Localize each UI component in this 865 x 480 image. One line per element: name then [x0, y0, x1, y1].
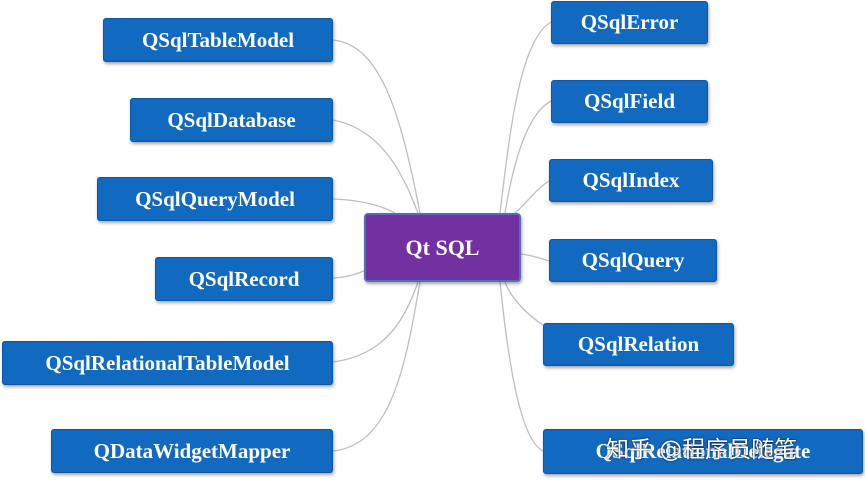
node-qsqlquery: QSqlQuery: [549, 239, 717, 282]
node-qsqldatabase: QSqlDatabase: [130, 98, 333, 142]
connector-qsqlrelation: [504, 281, 544, 326]
connector-qsqltablemodel: [332, 39, 421, 214]
node-qsqltablemodel: QSqlTableModel: [103, 18, 333, 62]
node-qdatawidgetmapper: QDataWidgetMapper: [51, 429, 333, 473]
watermark-text: 知乎 @程序员随笔: [606, 437, 798, 463]
connector-qsqlrelationaldelegate: [499, 281, 544, 452]
node-qsqlrelationaldelegate: QSqlRelationalDelegate: [543, 429, 863, 474]
connector-qsqlrelationaltablemodel: [332, 281, 419, 363]
node-qsqlquerymodel: QSqlQueryModel: [97, 177, 333, 221]
connector-qsqlfield: [504, 100, 552, 214]
node-qsqlindex: QSqlIndex: [549, 159, 713, 202]
node-qsqlerror: QSqlError: [551, 1, 708, 44]
connector-qsqlerror: [499, 21, 552, 214]
connector-qsqlquery: [520, 253, 550, 262]
node-qsqlfield: QSqlField: [551, 80, 708, 123]
connector-qsqlquerymodel: [332, 198, 396, 214]
connector-qdatawidgetmapper: [332, 281, 421, 452]
connector-qsqlindex: [514, 180, 550, 214]
center-node-qt-sql: Qt SQL: [364, 213, 521, 282]
node-qsqlrelationaltablemodel: QSqlRelationalTableModel: [2, 341, 333, 385]
node-qsqlrecord: QSqlRecord: [155, 257, 333, 301]
connector-qsqldatabase: [332, 119, 419, 214]
node-qsqlrelation: QSqlRelation: [543, 323, 734, 366]
